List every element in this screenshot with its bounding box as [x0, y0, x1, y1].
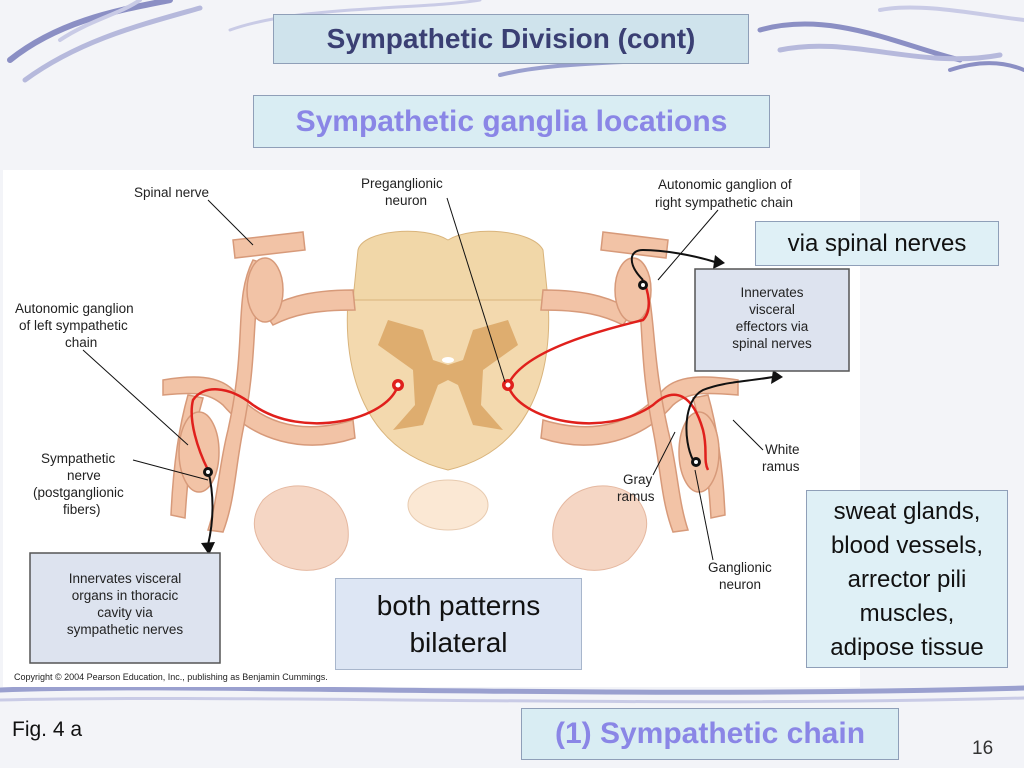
sympathetic-chain-label: (1) Sympathetic chain — [521, 708, 899, 760]
box-right-innervation: Innervates visceral effectors via spinal… — [694, 268, 850, 372]
label-sympathetic-nerve-3: (postganglionic — [33, 485, 124, 500]
label-right-ganglion-1: Autonomic ganglion of — [658, 177, 792, 192]
label-ganglionic-neuron-2: neuron — [719, 577, 761, 592]
svg-text:Innervates: Innervates — [740, 285, 803, 300]
label-left-ganglion-2: of left sympathetic — [19, 318, 128, 333]
callout-effectors: sweat glands, blood vessels, arrector pi… — [806, 490, 1008, 668]
callout-effectors-line: blood vessels, — [830, 532, 984, 559]
label-sympathetic-nerve-4: fibers) — [63, 502, 101, 517]
label-white-ramus-1: White — [765, 442, 800, 457]
svg-text:sympathetic nerves: sympathetic nerves — [67, 622, 184, 637]
label-left-ganglion-1: Autonomic ganglion — [15, 301, 134, 316]
svg-text:organs in thoracic: organs in thoracic — [72, 588, 179, 603]
box-left-innervation: Innervates visceral organs in thoracic c… — [29, 552, 221, 664]
spinal-cord — [346, 230, 550, 471]
callout-effectors-line: muscles, — [859, 600, 955, 627]
slide-title: Sympathetic Division (cont) — [273, 14, 749, 64]
leader-lines — [82, 197, 764, 561]
callout-effectors-line: adipose tissue — [830, 634, 984, 661]
label-sympathetic-nerve-1: Sympathetic — [41, 451, 116, 466]
label-white-ramus-2: ramus — [762, 459, 800, 474]
callout-effectors-line: arrector pili — [847, 566, 967, 593]
svg-text:effectors via: effectors via — [736, 319, 809, 334]
label-left-ganglion-3: chain — [65, 335, 97, 350]
callout-both-line: both patterns — [376, 590, 541, 621]
svg-text:Innervates visceral: Innervates visceral — [69, 571, 182, 586]
callout-both-patterns: both patterns bilateral — [335, 578, 582, 670]
visceral-organs — [253, 479, 648, 571]
figure-number-label: Fig. 4 a — [12, 718, 83, 741]
label-right-ganglion-2: right sympathetic chain — [655, 195, 793, 210]
svg-text:visceral: visceral — [749, 302, 795, 317]
label-sympathetic-nerve-2: nerve — [67, 468, 101, 483]
slide-subtitle: Sympathetic ganglia locations — [253, 95, 770, 148]
label-spinal-nerve: Spinal nerve — [134, 185, 209, 200]
page-number: 16 — [972, 738, 994, 759]
callout-both-line: bilateral — [409, 627, 508, 658]
preganglionic-fibers — [190, 279, 710, 471]
label-ganglionic-neuron-1: Ganglionic — [708, 560, 772, 575]
svg-text:spinal nerves: spinal nerves — [732, 336, 812, 351]
label-gray-ramus-1: Gray — [623, 472, 653, 487]
copyright-notice: Copyright © 2004 Pearson Education, Inc.… — [14, 672, 328, 682]
neuron-cell-bodies — [203, 280, 701, 477]
figure-labels: Spinal nerve Preganglionic neuron Autono… — [15, 176, 800, 592]
callout-via-spinal-nerves: via spinal nerves — [755, 221, 999, 266]
sympathetic-chain-diagram: Spinal nerve Preganglionic neuron Autono… — [3, 170, 860, 687]
svg-text:cavity via: cavity via — [97, 605, 153, 620]
arrow-icons — [201, 255, 783, 555]
label-preganglionic-1: Preganglionic — [361, 176, 443, 191]
label-preganglionic-2: neuron — [385, 193, 427, 208]
callout-effectors-line: sweat glands, — [833, 498, 981, 525]
label-gray-ramus-2: ramus — [617, 489, 655, 504]
